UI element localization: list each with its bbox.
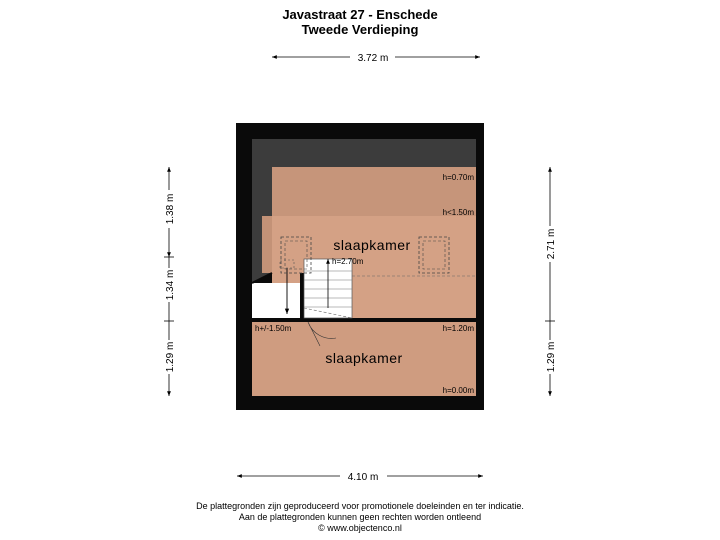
- room-lower: [252, 322, 476, 396]
- footer-copyright: © www.objectenco.nl: [318, 523, 402, 533]
- dimension-left: 1.38 m 1.34 m 1.29 m: [164, 167, 176, 396]
- room-lower-label: slaapkamer: [325, 350, 402, 366]
- height-stair-label: h+/-1.50m: [255, 324, 292, 333]
- footer-disclaimer-1: De plattegronden zijn geproduceerd voor …: [196, 501, 524, 511]
- sloped-roof-area: [252, 139, 476, 283]
- room-upper-label: slaapkamer: [333, 237, 410, 253]
- dimension-top: 3.72 m: [272, 53, 480, 64]
- room-upper-low-zone: [272, 167, 476, 216]
- dimension-right: 2.71 m 1.29 m: [545, 167, 557, 396]
- dimension-top-label: 3.72 m: [358, 53, 389, 64]
- landing: [252, 283, 302, 318]
- roof-window-right: [418, 236, 450, 274]
- dimension-bottom-label: 4.10 m: [348, 472, 379, 483]
- dimension-right-lower-label: 1.29 m: [546, 342, 557, 373]
- dimension-bottom: 4.10 m: [237, 472, 483, 483]
- height-000-label: h=0.00m: [443, 386, 475, 395]
- door-swing: [307, 321, 337, 347]
- footer-disclaimer-2: Aan de plattegronden kunnen geen rechten…: [238, 512, 482, 522]
- roof-window-left: [280, 236, 312, 274]
- stair-down-arrow: [279, 259, 295, 314]
- plan-title: Javastraat 27 - Enschede: [282, 7, 438, 22]
- height-070-label: h=0.70m: [443, 173, 475, 182]
- dimension-left-middle-label: 1.34 m: [165, 270, 176, 301]
- staircase: [303, 258, 353, 319]
- room-upper-left-strip: [262, 216, 272, 273]
- dimension-left-upper-label: 1.38 m: [165, 194, 176, 225]
- height-120-label: h=1.20m: [443, 324, 475, 333]
- partition-wall: [252, 318, 476, 322]
- plan-subtitle: Tweede Verdieping: [301, 22, 419, 37]
- height-270-label: h=2.70m: [332, 257, 364, 266]
- dimension-left-lower-label: 1.29 m: [165, 342, 176, 373]
- height-150-label: h<1.50m: [443, 208, 475, 217]
- dimension-right-upper-label: 2.71 m: [546, 229, 557, 260]
